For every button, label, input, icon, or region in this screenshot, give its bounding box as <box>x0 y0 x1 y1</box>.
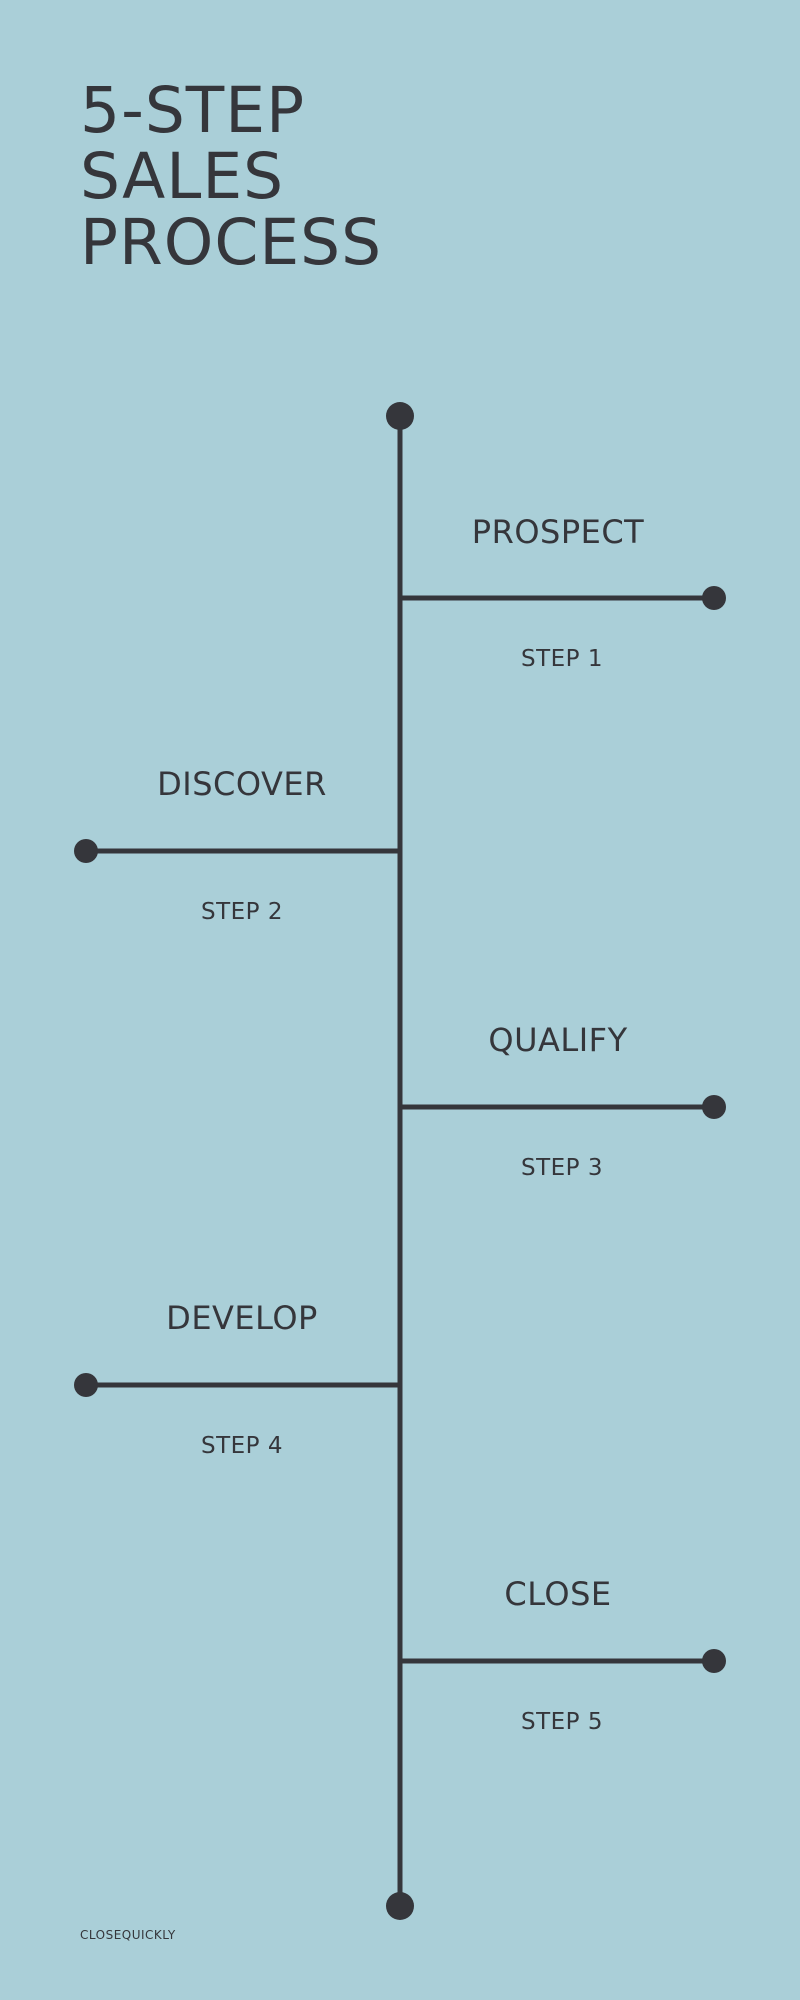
step-1-label: STEP 1 <box>521 646 603 672</box>
title-line-3: PROCESS <box>80 206 383 279</box>
step-2-name: DISCOVER <box>157 765 327 803</box>
timeline-start-dot <box>386 402 414 430</box>
step-1-name: PROSPECT <box>471 513 645 551</box>
step-5-name: CLOSE <box>504 1575 612 1613</box>
step-3-label: STEP 3 <box>521 1155 603 1181</box>
step-2-label: STEP 2 <box>201 899 283 925</box>
step-4-name: DEVELOP <box>166 1299 318 1337</box>
step-1-dot <box>702 586 726 610</box>
page-title: 5-STEP SALES PROCESS <box>80 78 382 276</box>
step-2-dot <box>74 839 98 863</box>
title-line-1: 5-STEP <box>80 74 306 147</box>
step-5-label: STEP 5 <box>521 1709 603 1735</box>
title-line-2: SALES <box>80 140 285 213</box>
step-3-name: QUALIFY <box>488 1021 628 1059</box>
brand-footer: CLOSEQUICKLY <box>80 1928 176 1942</box>
step-4-label: STEP 4 <box>201 1433 283 1459</box>
step-3-dot <box>702 1095 726 1119</box>
step-5-dot <box>702 1649 726 1673</box>
timeline-end-dot <box>386 1892 414 1920</box>
step-4-dot <box>74 1373 98 1397</box>
